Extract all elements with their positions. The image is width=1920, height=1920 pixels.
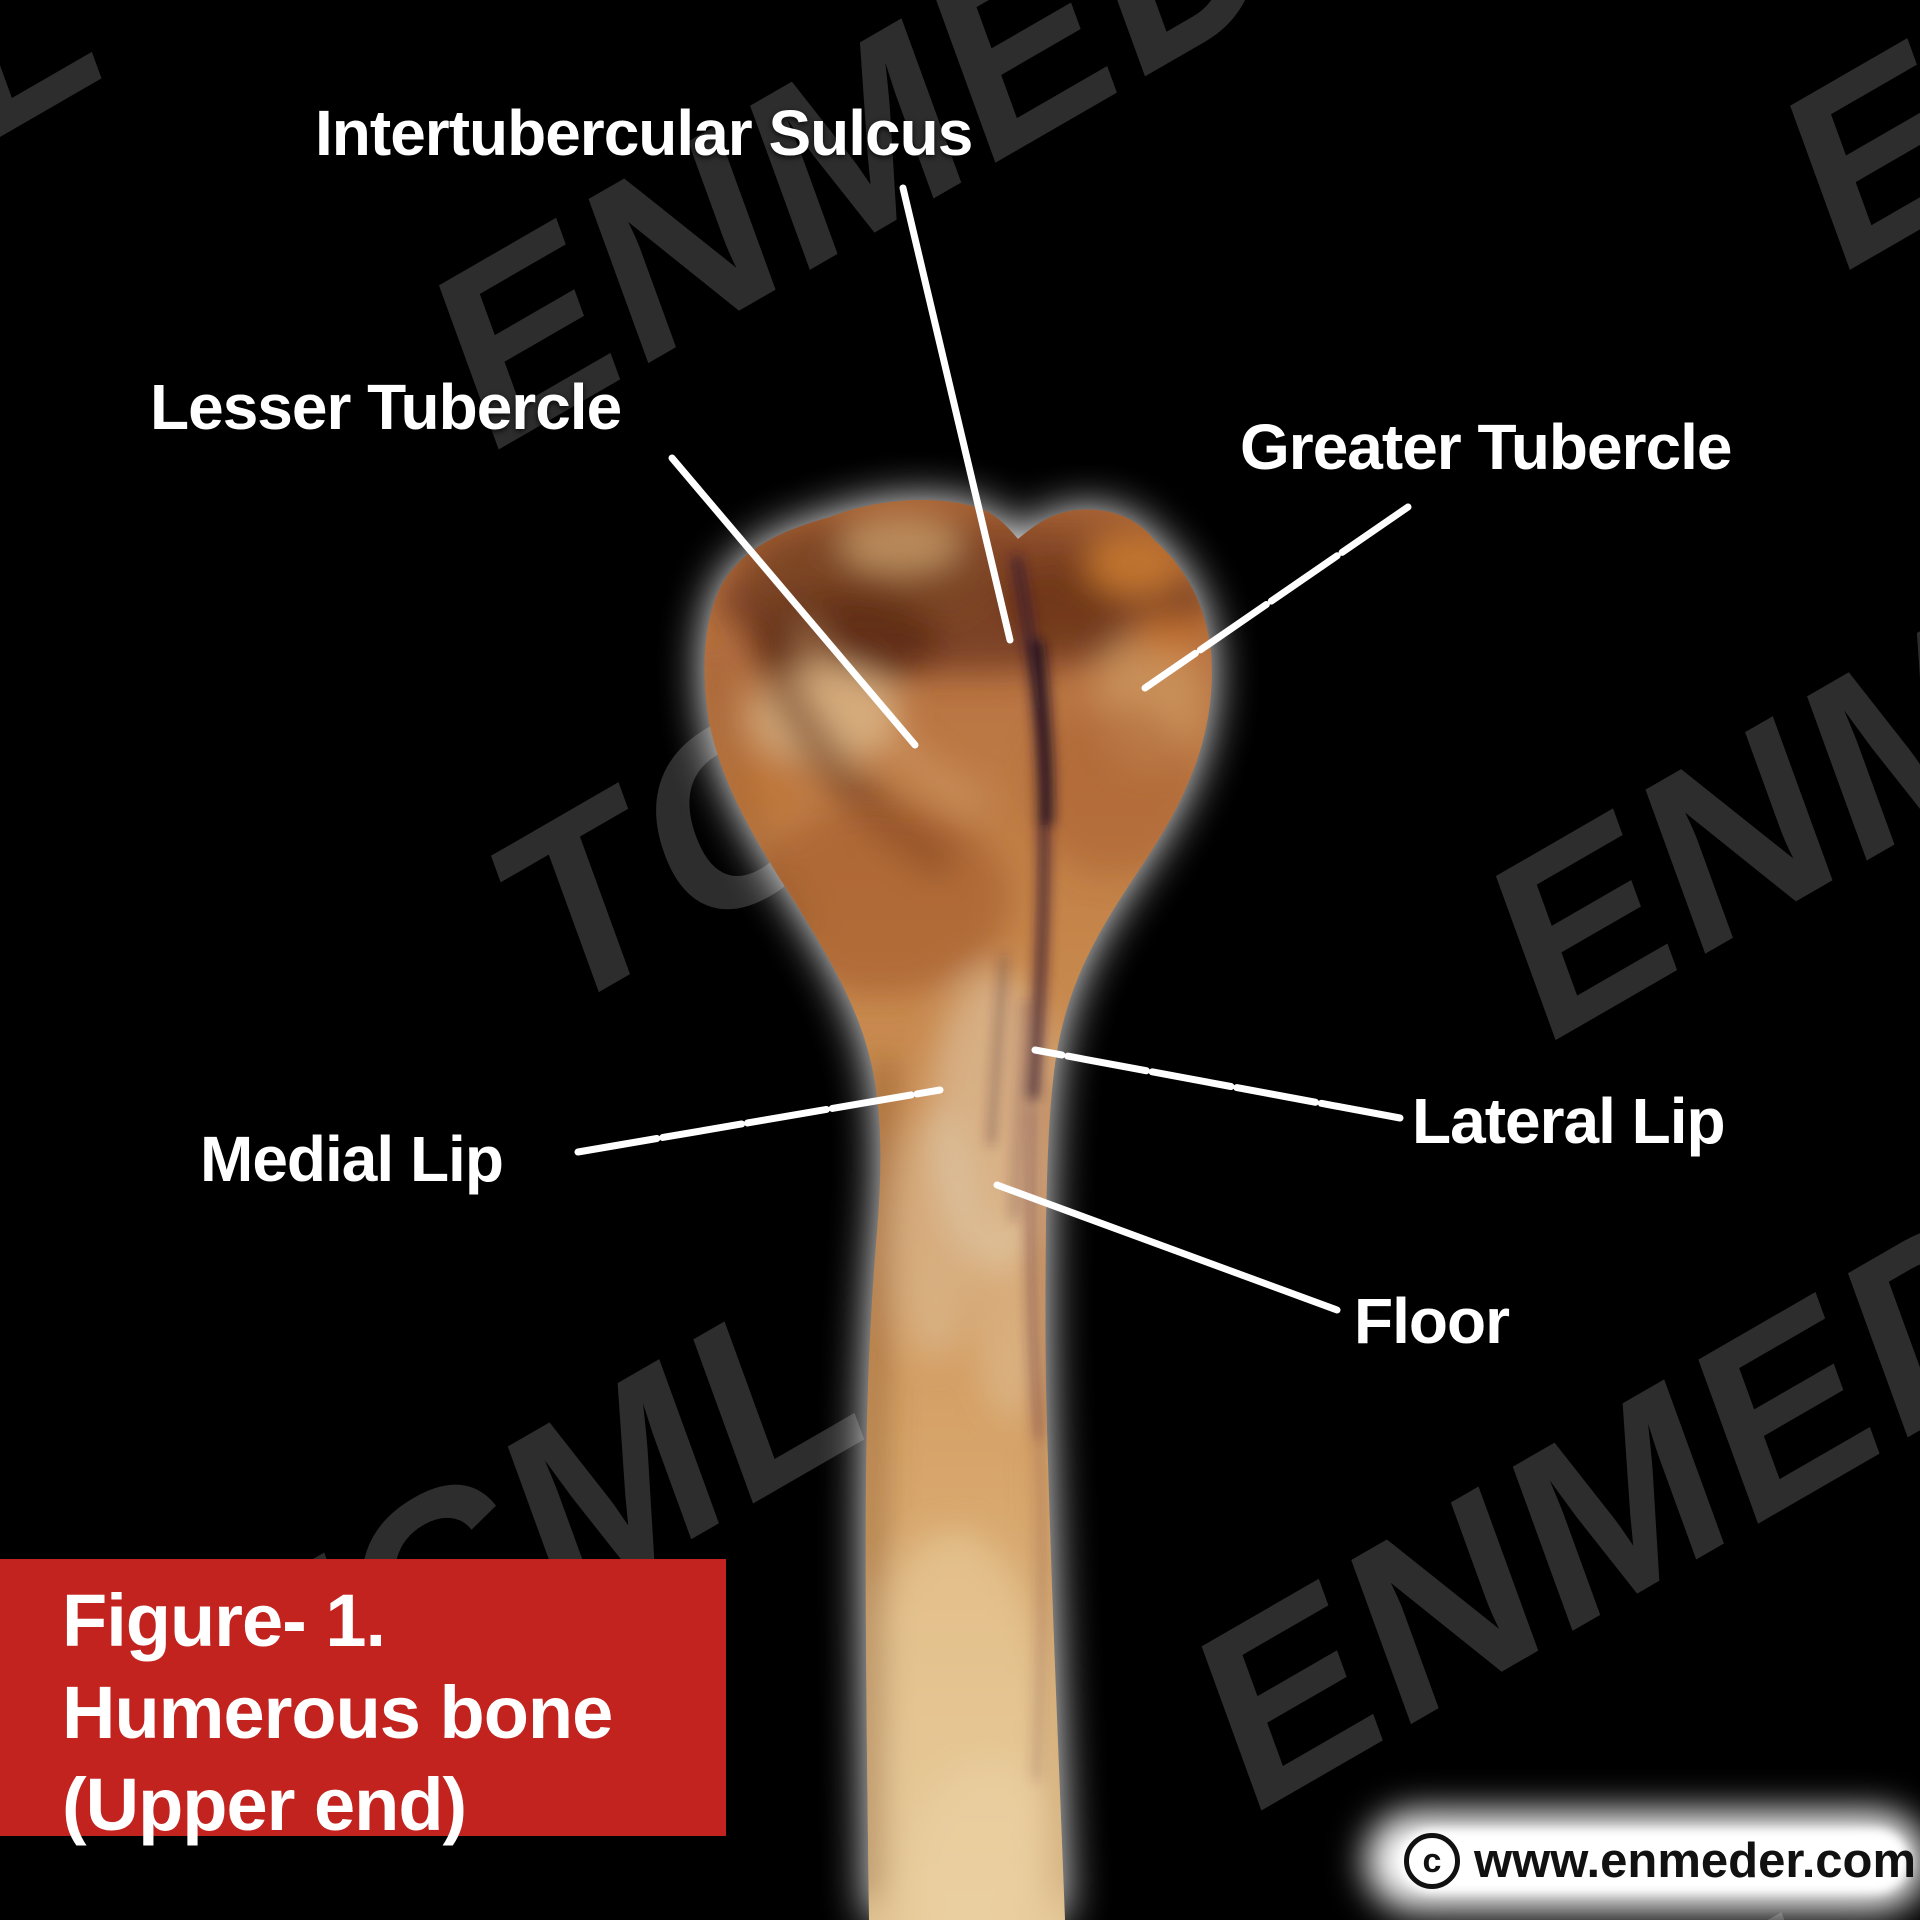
- copyright-icon: c: [1404, 1833, 1460, 1889]
- label-greater-tubercle: Greater Tubercle: [1240, 411, 1732, 483]
- caption-line-2: Humerous bone: [62, 1671, 613, 1754]
- leader-lines: [574, 184, 1412, 1314]
- leader-line-greater-tubercle: [1141, 503, 1412, 692]
- leader-line-floor: [993, 1181, 1341, 1314]
- figure-caption-box: Figure- 1. Humerous bone (Upper end): [0, 1559, 726, 1846]
- label-medial-lip: Medial Lip: [200, 1123, 504, 1195]
- leader-line-lateral-lip: [1031, 1046, 1404, 1122]
- caption-line-1: Figure- 1.: [62, 1579, 386, 1662]
- leader-line-medial-lip: [574, 1086, 944, 1156]
- label-intertubercular-sulcus: Intertubercular Sulcus: [315, 97, 973, 169]
- website-badge: c www.enmeder.com: [1404, 1828, 1920, 1894]
- label-lateral-lip: Lateral Lip: [1412, 1085, 1726, 1157]
- website-url: www.enmeder.com: [1474, 1834, 1917, 1888]
- badge-glow-inner: [1402, 1830, 1908, 1892]
- label-floor: Floor: [1354, 1285, 1510, 1357]
- leader-line-lesser-tubercle: [668, 454, 919, 749]
- sulcus-stain: [988, 555, 1054, 1781]
- label-lesser-tubercle: Lesser Tubercle: [150, 371, 622, 443]
- leader-line-intertubercular-sulcus: [899, 184, 1014, 644]
- caption-line-3: (Upper end): [62, 1763, 467, 1846]
